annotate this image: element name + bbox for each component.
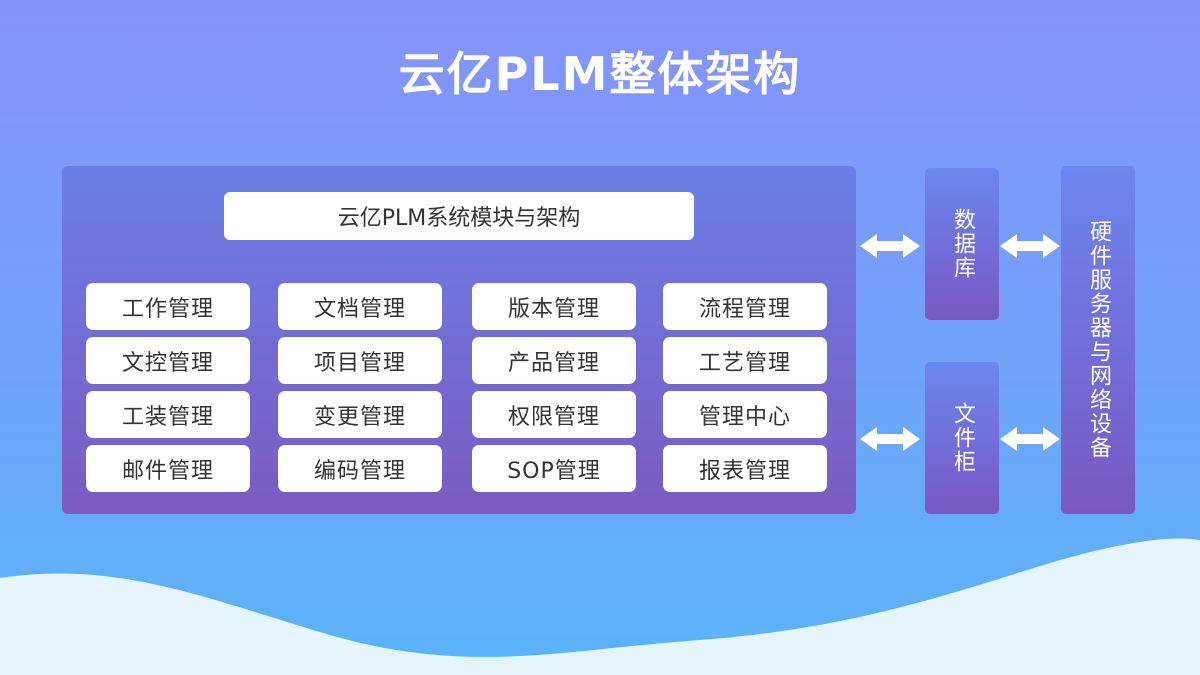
module-change-management[interactable]: 变更管理 [278,391,442,438]
file-cabinet-label: 文件柜 [950,402,975,474]
page-title: 云亿PLM整体架构 [398,47,802,101]
module-coding-management[interactable]: 编码管理 [278,445,442,492]
hardware-label: 硬件服务器与网络设备 [1086,220,1111,460]
double-arrow-icon [1000,234,1060,258]
module-project-management[interactable]: 项目管理 [278,337,442,384]
file-cabinet-box: 文件柜 [925,362,999,514]
module-process-management[interactable]: 工艺管理 [663,337,827,384]
module-document-control[interactable]: 文控管理 [86,337,250,384]
module-sop-management[interactable]: SOP管理 [472,445,636,492]
module-document-management[interactable]: 文档管理 [278,283,442,330]
module-product-management[interactable]: 产品管理 [472,337,636,384]
database-box: 数据库 [925,168,999,320]
double-arrow-icon [860,427,920,451]
hardware-box: 硬件服务器与网络设备 [1061,166,1135,514]
database-label: 数据库 [950,208,975,280]
module-version-management[interactable]: 版本管理 [472,283,636,330]
module-work-management[interactable]: 工作管理 [86,283,250,330]
module-tooling-management[interactable]: 工装管理 [86,391,250,438]
module-permission-management[interactable]: 权限管理 [472,391,636,438]
module-mail-management[interactable]: 邮件管理 [86,445,250,492]
double-arrow-icon [1000,427,1060,451]
double-arrow-icon [860,234,920,258]
module-workflow-management[interactable]: 流程管理 [663,283,827,330]
module-management-center[interactable]: 管理中心 [663,391,827,438]
system-header: 云亿PLM系统模块与架构 [224,192,694,240]
module-report-management[interactable]: 报表管理 [663,445,827,492]
